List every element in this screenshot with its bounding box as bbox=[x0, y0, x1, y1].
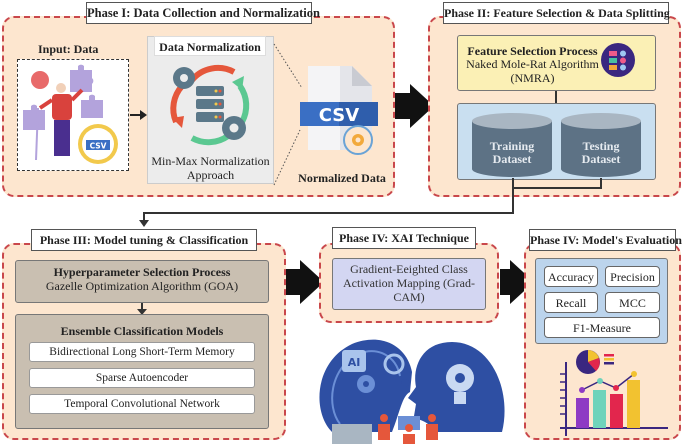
normalization-caption-line2: Approach bbox=[186, 168, 235, 182]
training-dataset-cylinder bbox=[472, 113, 552, 177]
normalization-cycle-icon bbox=[170, 65, 250, 146]
normalization-title: Data Normalization bbox=[154, 36, 266, 56]
phase1-title: Phase I: Data Collection and Normalizati… bbox=[86, 2, 320, 24]
xai-technique-box bbox=[332, 258, 486, 310]
feature-selection-algo-line1: Naked Mole-Rat Algorithm bbox=[466, 57, 599, 71]
arrow-phase3-to-phase4-body bbox=[286, 269, 300, 295]
arrowhead-phase3 bbox=[139, 220, 149, 227]
evaluation-chart-icon bbox=[560, 350, 668, 436]
training-dataset-line2: Dataset bbox=[492, 152, 532, 166]
arrowhead-ensemble bbox=[137, 309, 147, 315]
testing-dataset-line2: Dataset bbox=[581, 152, 621, 166]
feature-selection-title: Feature Selection Process bbox=[467, 44, 598, 58]
xai-technique-line1: Gradient-Eeighted Class bbox=[350, 262, 468, 276]
zoom-lines bbox=[273, 43, 303, 186]
metric-mcc: MCC bbox=[605, 292, 660, 313]
arrow-phase4-to-phase5-body bbox=[500, 269, 510, 295]
connector-hyper-to-ensemble bbox=[141, 303, 143, 311]
normalization-caption-line1: Min-Max Normalization bbox=[151, 154, 270, 168]
input-data-box: CSV bbox=[17, 59, 129, 171]
hyperparameter-algo: Gazelle Optimization Algorithm (GOA) bbox=[45, 279, 239, 293]
checklist-icon bbox=[601, 43, 635, 77]
phase5-title: Phase IV: Model's Evaluation bbox=[529, 229, 682, 251]
hyperparameter-title: Hyperparameter Selection Process bbox=[53, 265, 231, 279]
normalized-csv-icon: CSV bbox=[300, 66, 378, 155]
normalized-data-label: Normalized Data bbox=[298, 171, 386, 185]
elderly-person-illustration: CSV bbox=[23, 64, 118, 164]
model-item-tcn: Temporal Convolutional Network bbox=[29, 394, 255, 414]
metric-accuracy: Accuracy bbox=[544, 266, 598, 287]
arrow-phase1-to-phase2-body bbox=[395, 93, 410, 119]
model-item-bilstm: Bidirectional Long Short-Term Memory bbox=[29, 342, 255, 362]
metric-f1-measure: F1-Measure bbox=[544, 317, 660, 338]
testing-dataset-cylinder bbox=[561, 113, 641, 177]
training-dataset-line1: Training bbox=[489, 139, 535, 153]
ensemble-title: Ensemble Classification Models bbox=[60, 324, 224, 338]
connector-horizontal-to-phase3 bbox=[143, 212, 514, 214]
ai-badge-text: AI bbox=[348, 356, 361, 369]
connector-training-down bbox=[512, 178, 514, 213]
normalization-panel bbox=[147, 36, 274, 184]
feature-selection-algo-line2: (NMRA) bbox=[510, 71, 555, 85]
xai-technique-line3: CAM) bbox=[393, 290, 425, 304]
hyperparameter-box bbox=[15, 260, 269, 303]
xai-technique-line2: Activation Mapping (Grad- bbox=[343, 276, 475, 290]
input-data-label: Input: Data bbox=[38, 42, 99, 56]
connector-testing-join bbox=[512, 187, 602, 189]
phase3-title: Phase III: Model tuning & Classification bbox=[31, 229, 257, 251]
ai-human-illustration: AI bbox=[319, 339, 505, 444]
arrowhead bbox=[140, 110, 147, 120]
testing-dataset-line1: Testing bbox=[582, 139, 620, 153]
phase4-title: Phase IV: XAI Technique bbox=[332, 227, 476, 249]
metric-precision: Precision bbox=[605, 266, 660, 287]
connector-down-to-phase3 bbox=[143, 212, 145, 222]
connector-testing-down bbox=[600, 178, 602, 188]
normalized-csv-text: CSV bbox=[319, 105, 360, 126]
metric-recall: Recall bbox=[544, 292, 598, 313]
model-item-sparse-autoencoder: Sparse Autoencoder bbox=[29, 368, 255, 388]
connector-feature-to-split bbox=[555, 91, 557, 103]
phase2-title: Phase II: Feature Selection & Data Split… bbox=[443, 2, 670, 24]
input-csv-text: CSV bbox=[90, 142, 107, 151]
connector-input-to-normalization bbox=[130, 114, 140, 116]
